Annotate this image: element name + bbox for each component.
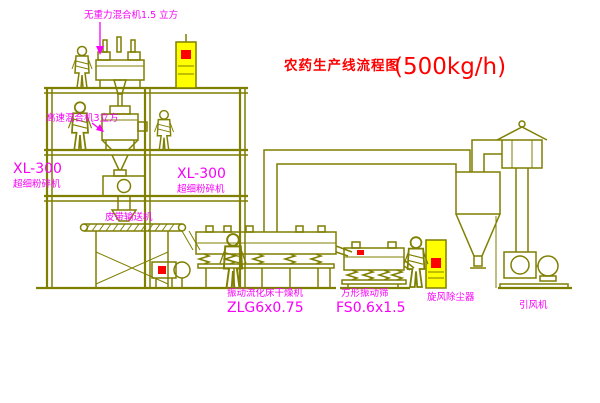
pulverizer (102, 169, 146, 222)
worker-figure (403, 236, 429, 288)
cyclone-discharge (473, 255, 483, 267)
pulverizer-body (102, 175, 146, 197)
gravity-mixer (95, 36, 145, 106)
label-fluid-bed-dryer-model: ZLG6x0.75 (227, 300, 304, 316)
screw-feeder (151, 261, 191, 288)
label-high-speed-mixer: 高速混合机3立方 (46, 112, 119, 124)
label-left-mill-name: 超细粉碎机 (13, 178, 61, 190)
label-left-mill-model: XL-300 (13, 161, 62, 177)
diagram-title-capacity: (500kg/h) (394, 54, 506, 80)
worker-figure (219, 233, 247, 289)
exhaust-stack (496, 120, 548, 252)
label-fluid-bed-dryer: 振动流化床干燥机 (227, 287, 304, 299)
label-square-sieve: 方形振动筛 (341, 287, 389, 299)
label-gravity-mixer: 无重力混合机1.5 立方 (84, 9, 178, 21)
exhaust-duct (263, 149, 471, 232)
mixer-motor (137, 121, 148, 132)
label-leaders (91, 22, 104, 132)
fan-impeller (510, 255, 530, 275)
sieve-base-frame (341, 279, 407, 285)
high-speed-mixer (101, 105, 148, 151)
worker-figure (71, 45, 93, 89)
sieve-body (343, 247, 405, 271)
label-square-sieve-model: FS0.6x1.5 (336, 300, 406, 316)
label-right-mill-name: 超细粉碎机 (177, 183, 225, 195)
fan-housing (503, 251, 537, 279)
pulverizer-rotor (116, 178, 132, 194)
control-cabinet-top (175, 34, 197, 89)
fan-motor (537, 255, 559, 277)
feeder-indicator (158, 266, 166, 274)
label-right-mill-model: XL-300 (177, 166, 226, 182)
fluid-bed-dryer (195, 225, 353, 288)
induced-draft-fan (498, 251, 572, 290)
cabinet-body (175, 41, 197, 89)
label-belt-conveyor: 皮带输送机 (105, 211, 153, 223)
sieve-indicator (357, 250, 364, 255)
cyclone-body (455, 171, 501, 215)
cabinet-indicator (431, 258, 441, 268)
control-cabinet-ground (425, 239, 447, 289)
cabinet-indicator (181, 50, 191, 59)
worker-figure (67, 101, 93, 151)
square-vibrating-sieve (340, 241, 415, 290)
gravity-mixer-body (95, 59, 145, 81)
feed-funnel (111, 154, 129, 171)
diagram-title: 农药生产线流程图 (283, 57, 400, 74)
label-cyclone: 旋风除尘器 (427, 291, 475, 303)
rain-cap (496, 126, 548, 141)
belt-conveyor (79, 223, 201, 288)
stack-cap-cylinder (501, 139, 543, 169)
worker-figure (153, 109, 175, 151)
label-induced-fan: 引风机 (519, 299, 548, 311)
dryer-base-frame (197, 263, 335, 269)
cyclone-separator (455, 139, 502, 288)
